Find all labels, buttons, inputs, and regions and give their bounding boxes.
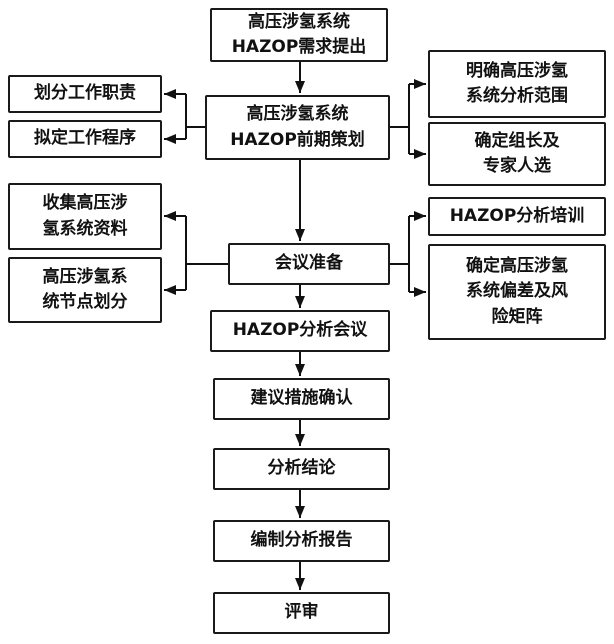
node-hazop-pre-planning: 高压涉氢系统 HAZOP前期策划 [205, 95, 390, 160]
node-hazop-requirement: 高压涉氢系统 HAZOP需求提出 [210, 8, 388, 62]
node-node-division: 高压涉氢系 统节点划分 [8, 257, 162, 323]
node-leader-and-experts: 确定组长及 专家人选 [428, 122, 606, 186]
node-measures-confirmation: 建议措施确认 [213, 378, 390, 420]
node-meeting-preparation: 会议准备 [228, 243, 390, 285]
node-analysis-conclusion: 分析结论 [213, 448, 390, 490]
node-review: 评审 [213, 592, 390, 634]
node-collect-system-data: 收集高压涉 氢系统资料 [8, 183, 162, 250]
planning-right-branch [390, 79, 426, 159]
planning-left-branch [164, 89, 205, 144]
node-compile-report: 编制分析报告 [213, 520, 390, 562]
node-hazop-analysis-meeting: HAZOP分析会议 [210, 310, 390, 352]
node-draft-procedure: 拟定工作程序 [8, 120, 162, 158]
node-divide-duties: 划分工作职责 [8, 75, 162, 113]
node-analysis-scope: 明确高压涉氢 系统分析范围 [428, 50, 606, 118]
node-hazop-training: HAZOP分析培训 [428, 197, 606, 236]
node-deviation-risk-matrix: 确定高压涉氢 系统偏差及风 险矩阵 [428, 244, 606, 340]
prep-right-branch [390, 211, 426, 297]
prep-left-branch [164, 211, 228, 295]
